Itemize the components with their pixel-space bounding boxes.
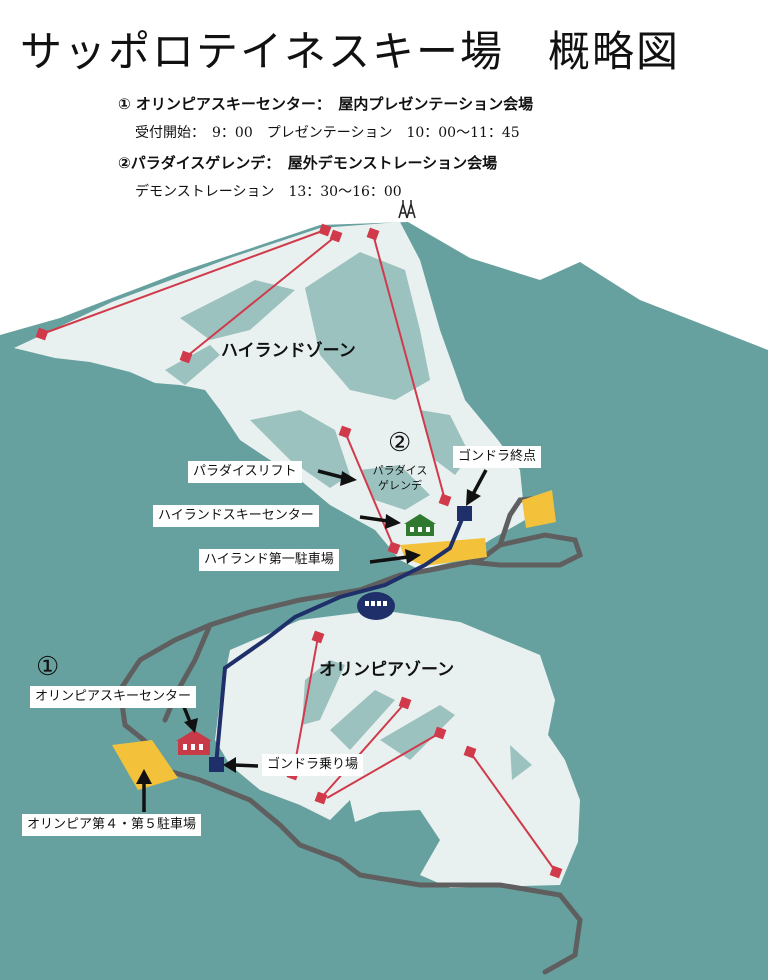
olympia-ski-center-icon bbox=[176, 730, 212, 755]
gondola-car-icon bbox=[357, 592, 395, 620]
gondola-base-station-icon bbox=[209, 757, 224, 772]
page-title: サッポロテイネスキー場 概略図 bbox=[20, 27, 681, 76]
olympia-slope-2 bbox=[330, 690, 395, 750]
highland-slope-2 bbox=[305, 252, 430, 400]
venue1-detail: 受付開始： 9：00 プレゼンテーション 10：00〜11：45 bbox=[135, 125, 520, 141]
venue1-marker: ① bbox=[36, 652, 60, 682]
paradise-slope-label: パラダイス ゲレンデ bbox=[362, 463, 438, 493]
highland-parking-label: ハイランド第一駐車場 bbox=[199, 549, 339, 571]
lift-stations bbox=[35, 223, 563, 879]
gondola-top-label: ゴンドラ終点 bbox=[453, 446, 542, 468]
gondola-top-station-icon bbox=[457, 506, 472, 521]
gondola-base-label: ゴンドラ乗り場 bbox=[262, 754, 364, 776]
venue2-marker: ② bbox=[388, 428, 412, 458]
highland-ski-center-label: ハイランドスキーセンター bbox=[153, 505, 319, 527]
highland-slope-4 bbox=[250, 410, 350, 488]
olympia-slope-3 bbox=[380, 705, 455, 760]
olympia-ski-center-label: オリンピアスキーセンター bbox=[30, 686, 197, 708]
road-upper bbox=[467, 532, 584, 568]
arrows bbox=[136, 469, 488, 812]
olympia-slope-4 bbox=[510, 745, 532, 780]
highland-zone-label: ハイランドゾーン bbox=[221, 341, 356, 361]
venue1-heading: ① オリンピアスキーセンター： 屋内プレゼンテーション会場 bbox=[118, 95, 534, 113]
paradise-slope-label-line1: パラダイス bbox=[372, 464, 428, 477]
olympia-zone-label: オリンピアゾーン bbox=[319, 660, 455, 680]
antenna-icon bbox=[398, 200, 416, 219]
parking-top-right bbox=[522, 490, 556, 528]
venue2-heading: ②パラダイスゲレンデ： 屋外デモンストレーション会場 bbox=[118, 154, 498, 172]
gondola-line bbox=[214, 511, 467, 766]
paradise-lift-label: パラダイスリフト bbox=[188, 461, 302, 483]
paradise-slope-label-line2: ゲレンデ bbox=[378, 479, 422, 492]
highland-slope-1 bbox=[180, 280, 295, 340]
olympia-parking-label: オリンピア第４・第５駐車場 bbox=[22, 814, 202, 836]
highland-slope-6 bbox=[360, 465, 430, 510]
highland-slope-3 bbox=[165, 345, 220, 385]
venue2-detail: デモンストレーション 13：30〜16：00 bbox=[135, 184, 402, 200]
highland-ski-center-icon bbox=[404, 514, 436, 536]
olympia-slope-1 bbox=[302, 660, 345, 725]
parking-olympia bbox=[112, 740, 178, 790]
